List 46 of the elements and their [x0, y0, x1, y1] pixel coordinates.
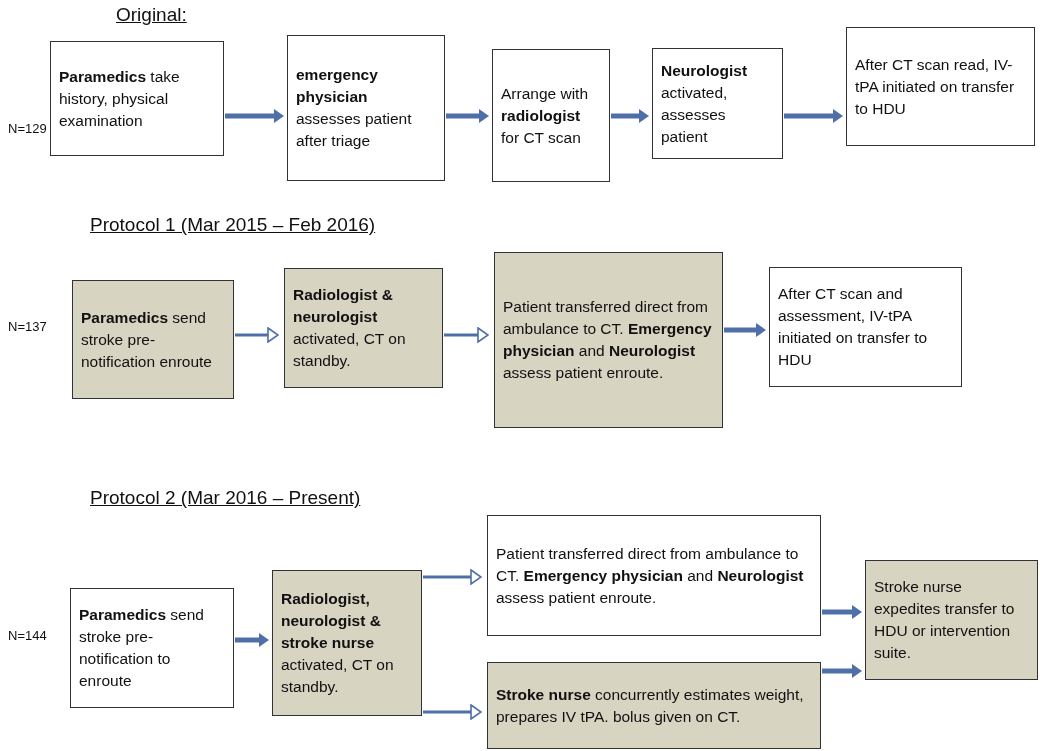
step-text: Paramedics send stroke pre-notification to enroute	[79, 605, 205, 691]
section-heading: Original:	[116, 4, 187, 26]
step-text: Paramedics take history, physical examination	[59, 66, 181, 131]
sample-size-label: N=137	[8, 319, 47, 334]
section-heading: Protocol 2 (Mar 2016 – Present)	[90, 487, 361, 509]
step-text: emergency physician assesses patient after triage	[296, 65, 413, 151]
section-heading: Protocol 1 (Mar 2015 – Feb 2016)	[90, 214, 376, 236]
step-text: Stroke nurse concurrently estimates weight, prepares IV tPA. bolus given on CT.	[496, 684, 805, 727]
arrow	[784, 109, 843, 123]
process-box	[652, 48, 783, 159]
step-text: Paramedics send stroke pre-notification enroute	[81, 307, 213, 372]
arrow	[822, 664, 862, 678]
step-text: After CT scan and assessment, IV-tPA initiated on transfer to HDU	[778, 284, 929, 370]
step-text: Stroke nurse expedites transfer to HDU or intervention suite.	[874, 577, 1016, 663]
arrow	[423, 704, 482, 720]
arrow	[446, 109, 489, 123]
process-box	[492, 49, 610, 182]
sample-size-label: N=129	[8, 121, 47, 136]
process-box	[494, 252, 723, 428]
arrow	[225, 109, 284, 123]
process-box	[272, 570, 422, 716]
arrow	[235, 633, 269, 647]
process-box	[769, 267, 962, 387]
step-text: Patient transferred direct from ambulance to CT. Emergency physician and Neurologist assess patient enroute.	[503, 297, 713, 383]
process-box	[50, 41, 224, 156]
process-box	[70, 588, 234, 708]
process-box	[287, 35, 445, 181]
step-text: Radiologist & neurologist activated, CT on standby.	[293, 285, 407, 371]
process-box	[284, 268, 443, 388]
sample-size-label: N=144	[8, 628, 47, 643]
arrow	[235, 327, 279, 343]
process-box	[72, 280, 234, 399]
step-text: Neurologist activated, assesses patient	[661, 60, 749, 147]
arrow	[611, 109, 649, 123]
step-text: Patient transferred direct from ambulance to CT. Emergency physician and Neurologist assess patient enroute.	[496, 543, 805, 608]
process-box	[846, 27, 1035, 146]
step-text: Radiologist, neurologist & stroke nurse activated, CT on standby.	[281, 589, 395, 697]
process-box	[487, 515, 821, 636]
step-text: After CT scan read, IV-tPA initiated on transfer to HDU	[855, 54, 1016, 119]
arrow	[444, 327, 489, 343]
step-text: Arrange with radiologist for CT scan	[501, 83, 589, 148]
process-box	[487, 662, 821, 749]
arrow	[822, 605, 862, 619]
arrow	[724, 323, 766, 337]
process-box	[865, 560, 1038, 680]
arrow	[423, 569, 482, 585]
